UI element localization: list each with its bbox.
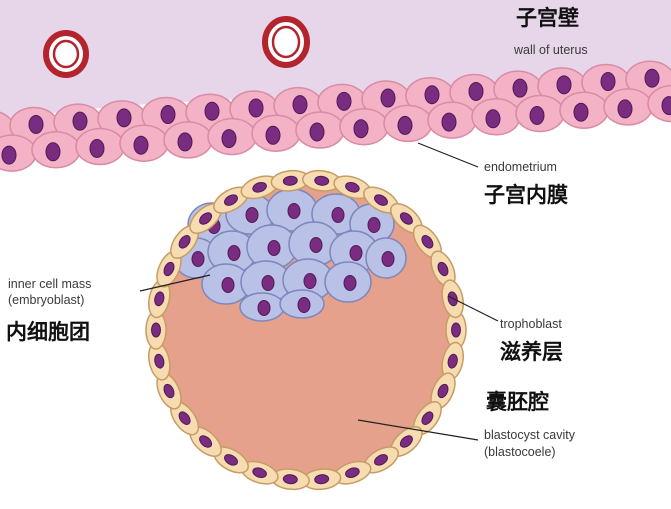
trophoblast-cell [213,186,249,214]
endometrium-cell [427,101,477,139]
endometrium-cell [251,114,301,153]
trophoblast-cell [412,224,442,260]
wall-of-uterus-label-en: wall of uterus [514,43,588,57]
pointer-inner-mass [139,274,211,292]
endometrium-cell [339,107,389,146]
endometrium-cell [75,127,125,166]
inner-mass-cell [365,237,407,279]
trophoblast-cell [302,468,342,491]
inner-cell-mass-label-cn: 内细胞团 [6,320,90,344]
inner-mass-cell [239,292,285,322]
blastocyst-cavity-label-en: blastocyst cavity [484,428,576,442]
embryoblast-label-en: (embryoblast) [8,293,85,307]
inner-mass-cell [201,263,251,305]
trophoblast-cell [170,224,200,260]
blood-vessel-1 [43,30,89,78]
pointer-trophoblast [447,295,499,322]
endometrium-cell [603,88,653,126]
endometrium-cell [119,124,169,162]
trophoblast-label-en: trophoblast [500,317,562,331]
trophoblast-cell [390,203,423,234]
endometrium-cell [31,131,81,169]
endometrium-cell [383,104,433,143]
trophoblast-cell [363,186,399,214]
endometrium-cell [0,134,37,172]
trophoblast-cell [148,341,171,381]
pointer-cavity [357,419,479,441]
inner-cell-mass [173,188,407,322]
trophoblast-cell [430,372,456,410]
trophoblast-cell [302,169,342,192]
trophoblast-layer [145,169,467,491]
endometrium-cell [471,98,521,136]
inner-mass-cell [207,230,257,274]
endometrium-cell [647,84,671,123]
trophoblast-cell [148,279,171,319]
endometrium-cell [559,91,609,129]
trophoblast-label-cn: 滋养层 [500,340,563,364]
endometrium-label-en: endometrium [484,160,557,174]
inner-mass-cell [279,289,325,319]
blastocyst-cavity-label-cn: 囊胚腔 [486,390,549,414]
trophoblast-cell [390,426,423,457]
endometrium-cell [515,94,565,133]
endometrium-cell [295,111,345,149]
trophoblast-cell [156,250,182,288]
pointer-lines [139,142,499,441]
trophoblast-cell [270,468,310,491]
pointer-endometrium [417,142,479,168]
endometrium-layer [0,60,671,172]
trophoblast-cell [145,310,167,350]
trophoblast-cell [430,250,456,288]
endometrium-cell [163,121,213,159]
endometrium-label-cn: 子宫内膜 [484,183,568,207]
inner-mass-cell [324,261,372,303]
wall-of-uterus-label-cn: 子宫壁 [516,6,579,30]
inner-cell-mass-label-en: inner cell mass [8,277,92,291]
blood-vessel-2 [262,16,310,68]
blastocoele-label-en: (blastocoele) [484,445,556,459]
endometrium-cell [207,117,257,156]
trophoblast-cell [240,175,279,200]
